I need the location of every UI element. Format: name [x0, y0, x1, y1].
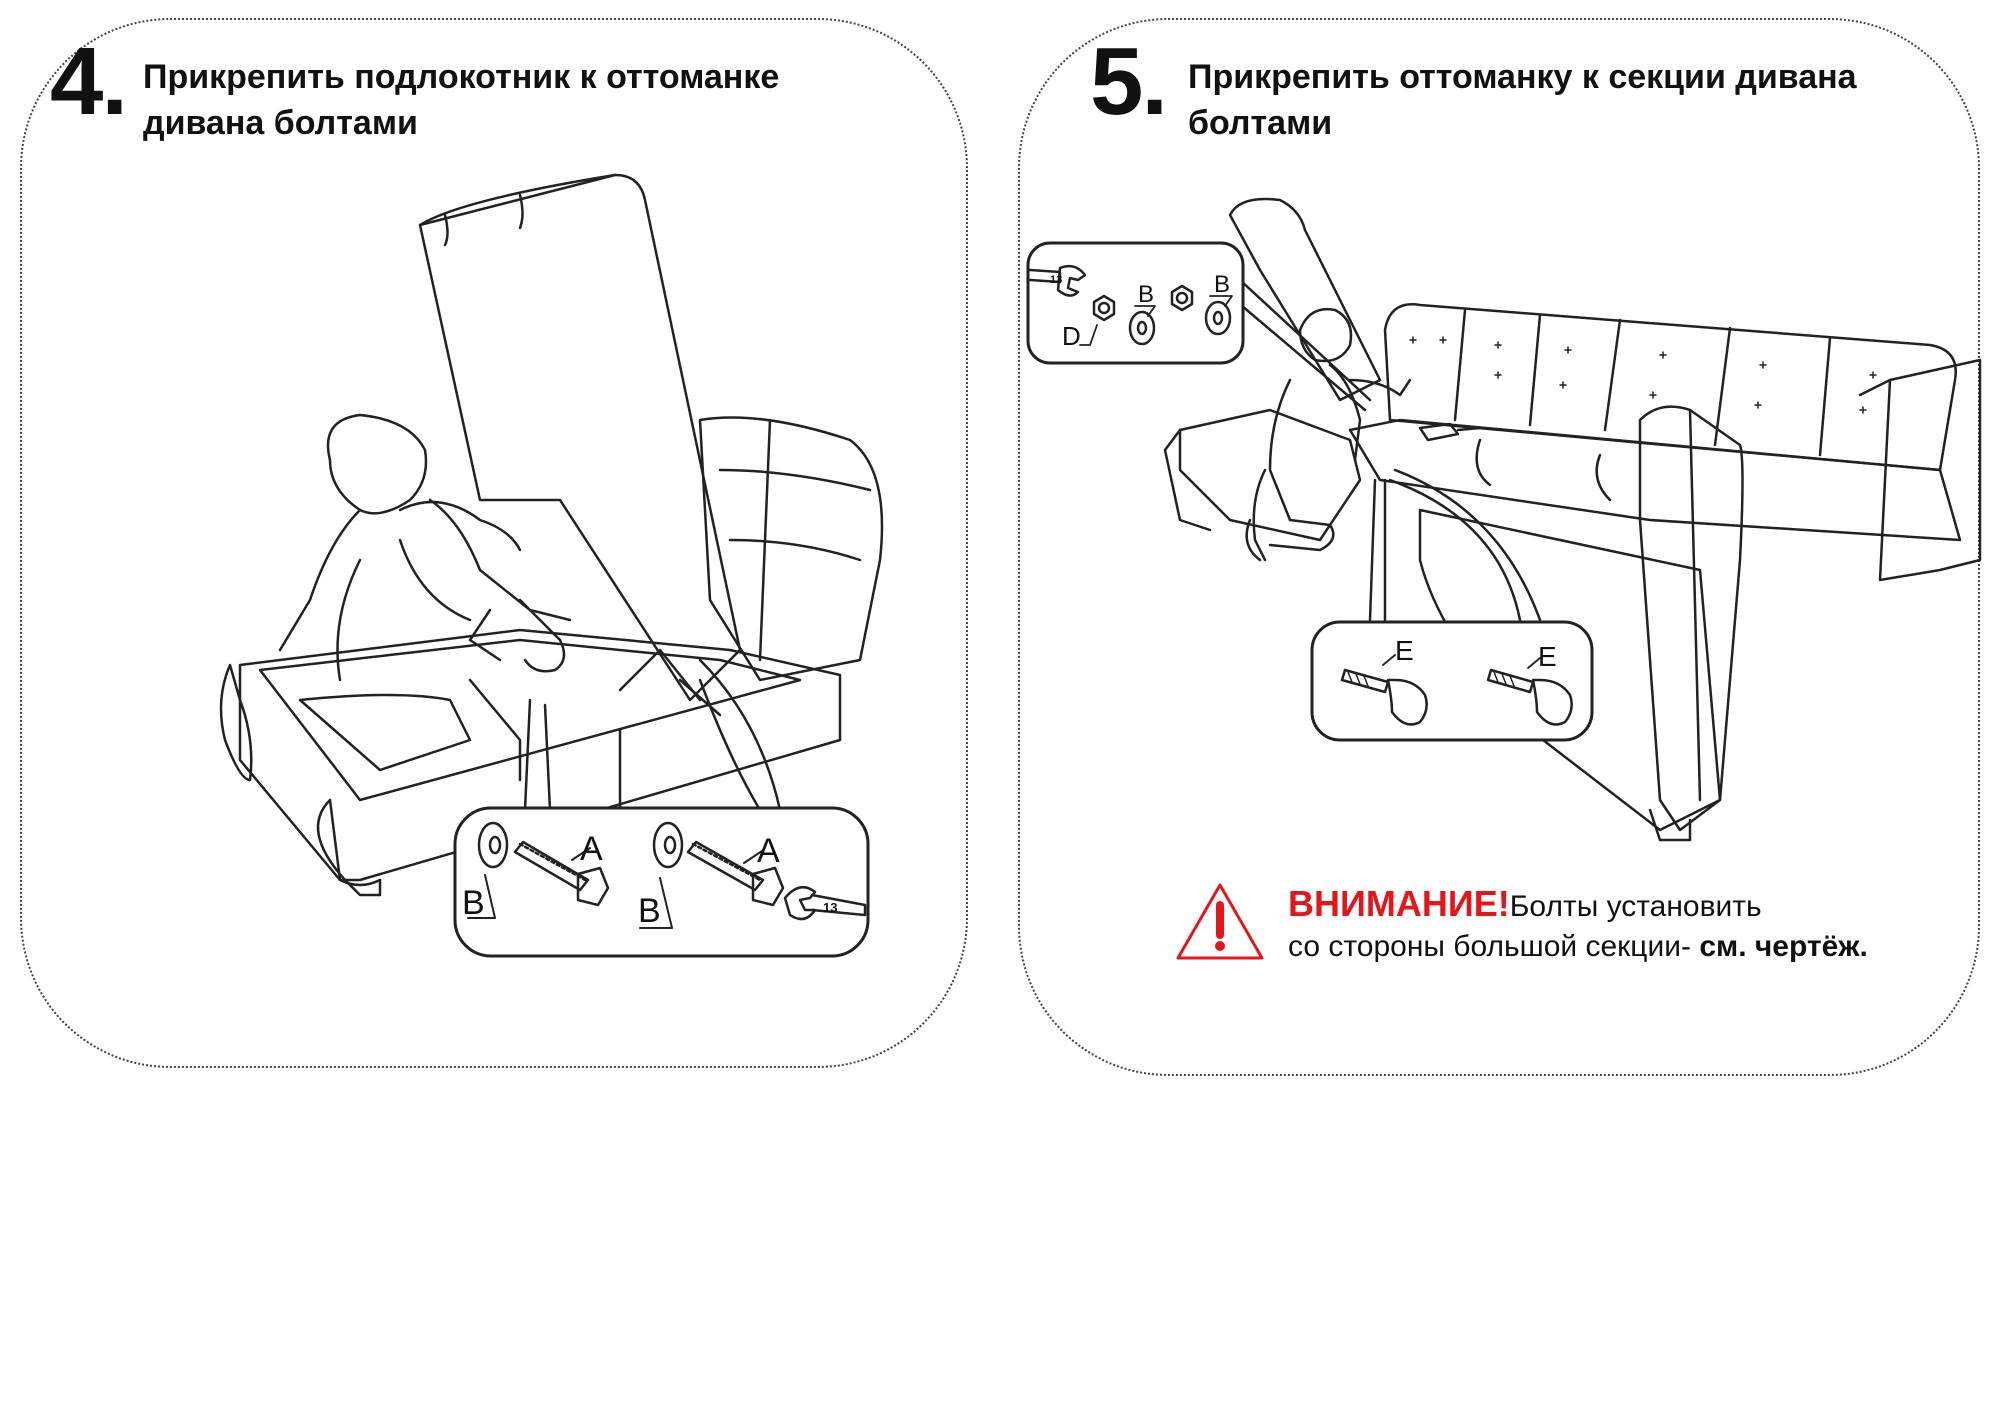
wrench-icon: 13 [783, 885, 867, 921]
bolt-a1 [513, 840, 610, 907]
washer-b1 [477, 821, 509, 869]
wrench-icon: 13 [1028, 264, 1087, 297]
label-b2: B [1214, 271, 1230, 298]
label-a2: A [757, 832, 780, 870]
step-5-corner-sofa-illustration [1163, 197, 1982, 842]
label-d: D [1062, 321, 1081, 351]
label-a1: A [580, 830, 603, 868]
washer-b2 [652, 821, 684, 869]
wrench-size-label: 13 [1050, 274, 1062, 286]
label-e1: E [1395, 635, 1414, 666]
bolt-a2 [686, 840, 785, 907]
label-e2: E [1538, 641, 1557, 672]
step-4-title: Прикрепить подлокотник к оттоманке диван… [143, 58, 780, 142]
nut [1170, 284, 1194, 312]
label-b2: B [638, 892, 661, 930]
step-5-title: Прикрепить оттоманку к секции дивана бол… [1188, 58, 1857, 142]
wrench-size-label: 13 [823, 900, 837, 915]
step-4-number: 4. [50, 28, 128, 135]
step-5-number: 5. [1090, 28, 1168, 135]
nut-d [1092, 294, 1116, 322]
warning-note: ВНИМАНИЕ!Болты установить со стороны бол… [1288, 884, 1908, 967]
step-4-hardware-callout: 13 A A B B [453, 806, 870, 958]
exclamation-triangle-icon [1176, 883, 1264, 960]
warning-text-bold: см. чертёж. [1699, 930, 1868, 963]
bolt-e1 [1340, 668, 1428, 726]
bolt-e2 [1486, 668, 1573, 726]
step-5-bolt-callout: E E [1310, 620, 1594, 742]
step-4-panel [20, 18, 968, 1068]
warning-heading: ВНИМАНИЕ! [1288, 883, 1510, 924]
step-4-ottoman-illustration [219, 173, 884, 897]
label-b1: B [1138, 281, 1154, 308]
washer-b1 [1128, 310, 1156, 346]
warning-text-line2: со стороны большой секции- [1288, 930, 1691, 963]
label-b1: B [462, 884, 485, 922]
warning-text-line1: Болты установить [1509, 890, 1762, 923]
step-5-nut-callout: 13 D B B [1026, 241, 1245, 365]
washer-b2 [1204, 300, 1232, 336]
